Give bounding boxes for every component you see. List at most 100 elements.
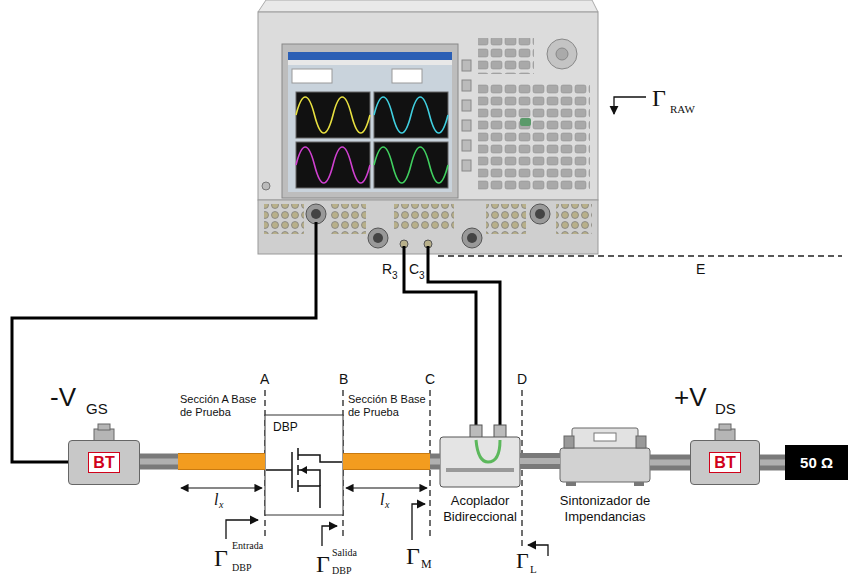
bidirectional-coupler	[494, 425, 506, 438]
impedance-tuner	[566, 482, 576, 486]
coax-connector	[520, 458, 560, 464]
device-under-test: DBP	[265, 415, 343, 515]
port-name: R	[382, 262, 392, 276]
network-analyzer	[311, 209, 321, 219]
subscript: L	[530, 564, 537, 575]
bias-voltage: -V	[50, 384, 76, 410]
reflection-arrows	[528, 545, 548, 556]
network-analyzer	[258, 200, 598, 254]
coax-connector	[140, 461, 178, 462]
coax-connector	[140, 454, 178, 470]
reflection-arrows	[226, 520, 258, 539]
length-symbol: l	[214, 492, 218, 508]
network-analyzer	[462, 80, 471, 91]
transistor-symbol	[300, 466, 307, 474]
network-analyzer	[306, 204, 326, 224]
test-fixture-section: Sección A Base de Prueba	[178, 453, 265, 470]
coax-connector	[520, 453, 560, 469]
superscript: Entrada	[232, 541, 263, 551]
impedance-tuner	[560, 448, 650, 482]
coax-connector	[650, 460, 690, 466]
load-termination: 50 Ω	[785, 445, 848, 480]
impedance-tuner	[634, 482, 644, 486]
coax-connector	[760, 460, 785, 466]
reference-planes	[438, 255, 842, 256]
network-analyzer	[462, 160, 471, 171]
network-analyzer	[296, 142, 370, 188]
subscript: DS	[715, 401, 736, 416]
reflection-symbol: Γ	[316, 552, 330, 576]
subscript: x	[219, 500, 223, 510]
impedance-tuner: Sintonizador de Impendancias	[560, 425, 650, 485]
network-analyzer	[258, 12, 598, 200]
reflection-arrows	[412, 504, 425, 540]
reference-planes	[265, 256, 842, 548]
coax-connector	[760, 462, 785, 463]
test-fixture-section: Sección B Base de Prueba	[343, 453, 430, 470]
coax-connector	[650, 455, 690, 471]
bidirectional-coupler	[440, 425, 520, 487]
subscript: M	[421, 558, 432, 570]
network-analyzer	[556, 204, 592, 234]
network-analyzer	[374, 147, 448, 183]
network-analyzer	[330, 204, 366, 234]
device-label: DBP	[273, 420, 298, 434]
transistor-symbol	[298, 455, 342, 462]
reflection-arrows	[226, 97, 646, 556]
plane-letter: E	[696, 262, 705, 276]
bias-tee-knobs	[98, 424, 110, 430]
network-analyzer	[373, 233, 383, 243]
network-analyzer	[520, 118, 531, 126]
network-analyzer	[374, 142, 448, 188]
network-analyzer	[392, 69, 422, 83]
coax-connector	[140, 459, 178, 465]
length-arrows	[346, 487, 427, 488]
network-analyzer	[394, 204, 454, 230]
network-analyzer	[462, 228, 482, 248]
reflection-symbol: Γ	[214, 546, 228, 570]
network-analyzer	[296, 92, 370, 138]
coax-connector	[520, 461, 560, 462]
impedance-tuner	[594, 433, 616, 441]
network-analyzer	[462, 140, 471, 151]
bidirectional-coupler	[440, 437, 520, 487]
port-name: C	[409, 262, 419, 276]
cables	[12, 222, 500, 462]
transistor-symbol	[291, 452, 293, 488]
bias-voltage: +V	[674, 384, 707, 410]
subscript: RAW	[670, 104, 695, 115]
network-analyzer	[547, 39, 577, 69]
network-analyzer	[374, 92, 448, 138]
length-arrows	[181, 487, 262, 488]
transistor-symbol	[298, 486, 320, 508]
subscript: 3	[419, 271, 425, 281]
network-analyzer	[288, 52, 452, 192]
tuner-label: Sintonizador de Impendancias	[560, 493, 650, 524]
cables	[428, 246, 500, 425]
text-holder: Sección A Base de Prueba	[180, 393, 260, 419]
impedance-tuner	[636, 436, 646, 448]
plane-letter: A	[260, 372, 269, 386]
text-holder: Acoplador Bidireccional	[430, 493, 530, 524]
network-analyzer	[258, 0, 598, 254]
superscript: Salida	[332, 548, 357, 558]
network-analyzer	[478, 38, 534, 74]
network-analyzer	[296, 147, 370, 183]
network-analyzer	[535, 209, 545, 219]
subscript: GS	[86, 401, 108, 416]
network-analyzer	[556, 48, 568, 60]
transistor-symbol	[265, 415, 343, 515]
network-analyzer	[368, 228, 388, 248]
network-analyzer	[288, 60, 452, 65]
coax-connector	[430, 454, 440, 470]
network-analyzer	[262, 182, 270, 190]
bidirectional-coupler: Acoplador Bidireccional	[440, 437, 520, 487]
bidirectional-coupler	[446, 468, 514, 472]
network-analyzer	[282, 44, 458, 198]
subscript: DBP	[332, 566, 351, 576]
plane-letter: C	[425, 372, 435, 386]
transistor-symbol	[266, 448, 342, 508]
